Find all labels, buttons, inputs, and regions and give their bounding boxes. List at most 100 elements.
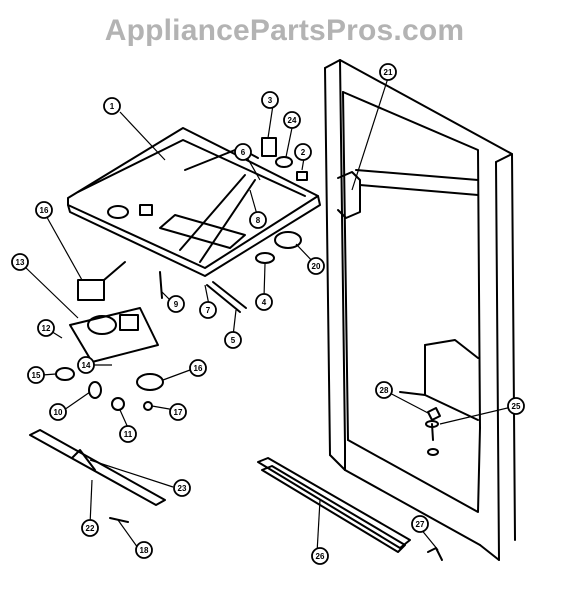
callout-circle [37,319,55,337]
callout-number: 20 [312,262,321,271]
callout-circle [307,257,325,275]
callout-circle [135,541,153,559]
light-socket-16 [136,373,164,391]
strip-5 [206,284,241,313]
callout-circle [11,253,29,271]
disc-20 [274,231,302,249]
damper-motor [77,261,126,301]
callout-number: 16 [194,364,203,373]
callout-circle [199,301,217,319]
callout-number: 21 [384,68,393,77]
refrigerator-cabinet [324,59,516,561]
callout-circle [103,97,121,115]
callout-circle [27,366,45,384]
callout-number: 16 [40,206,49,215]
callout-14: 14 [77,356,95,374]
callout-21: 21 [379,63,397,81]
callout-number: 11 [124,430,133,439]
evaporator-cover-assembly [67,127,321,277]
screw-18 [109,517,129,523]
cap-11 [111,397,125,411]
clip-28 [427,407,441,421]
callout-number: 2 [301,148,306,157]
callout-circle [77,356,95,374]
strip-5b [212,281,247,309]
callout-25: 25 [507,397,525,415]
callout-13: 13 [11,253,29,271]
callout-15: 15 [27,366,45,384]
rod-9 [159,271,163,299]
callout-12: 12 [37,319,55,337]
screw-17 [143,401,153,411]
callout-23: 23 [173,479,191,497]
callout-circle [81,519,99,537]
callout-number: 27 [416,520,425,529]
callout-18: 18 [135,541,153,559]
callout-circle [261,91,279,109]
callout-number: 1 [110,102,115,111]
callout-number: 17 [174,408,183,417]
callout-6: 6 [234,143,252,161]
callout-7: 7 [199,301,217,319]
toe-grille [257,457,411,553]
callout-9: 9 [167,295,185,313]
control-housing [69,307,159,363]
callout-10: 10 [49,403,67,421]
washer-25 [427,448,439,456]
callout-circle [169,403,187,421]
washer-24 [275,156,293,168]
callout-circle [35,201,53,219]
callout-circle [379,63,397,81]
callout-number: 18 [140,546,149,555]
callout-number: 8 [256,216,261,225]
callout-11: 11 [119,425,137,443]
callout-26: 26 [311,547,329,565]
callout-number: 26 [316,552,325,561]
callout-number: 5 [231,336,236,345]
callout-circle [119,425,137,443]
bulb-10 [88,381,102,399]
callout-number: 3 [268,96,273,105]
callout-number: 23 [178,484,187,493]
callout-27: 27 [411,515,429,533]
callout-1: 1 [103,97,121,115]
callout-circle [294,143,312,161]
grommet-4 [255,252,275,264]
callout-circle [189,359,207,377]
callout-3: 3 [261,91,279,109]
callout-number: 28 [380,386,389,395]
callout-17: 17 [169,403,187,421]
callout-circle [173,479,191,497]
callout-number: 24 [288,116,297,125]
callout-5: 5 [224,331,242,349]
callout-number: 9 [174,300,179,309]
callout-circle [507,397,525,415]
callout-number: 15 [32,371,41,380]
callout-circle [234,143,252,161]
watermark-text: AppliancePartsPros.com [104,14,465,47]
callout-circle [375,381,393,399]
callout-circle [249,211,267,229]
callout-circle [311,547,329,565]
callout-number: 10 [54,408,63,417]
callout-24: 24 [283,111,301,129]
callout-circle [49,403,67,421]
callout-number: 25 [512,402,521,411]
callout-circle [224,331,242,349]
callout-circle [411,515,429,533]
callout-number: 4 [262,298,267,307]
callout-group: 1234567891011121314151616171820212223242… [11,63,525,565]
callout-number: 6 [241,148,246,157]
callout-4: 4 [255,293,273,311]
callout-number: 14 [82,361,91,370]
callout-number: 7 [206,306,211,315]
callout-number: 13 [16,258,25,267]
callout-20: 20 [307,257,325,275]
callout-circle [283,111,301,129]
callout-16: 16 [189,359,207,377]
bracket-3 [261,137,277,157]
callout-28: 28 [375,381,393,399]
callout-circle [167,295,185,313]
